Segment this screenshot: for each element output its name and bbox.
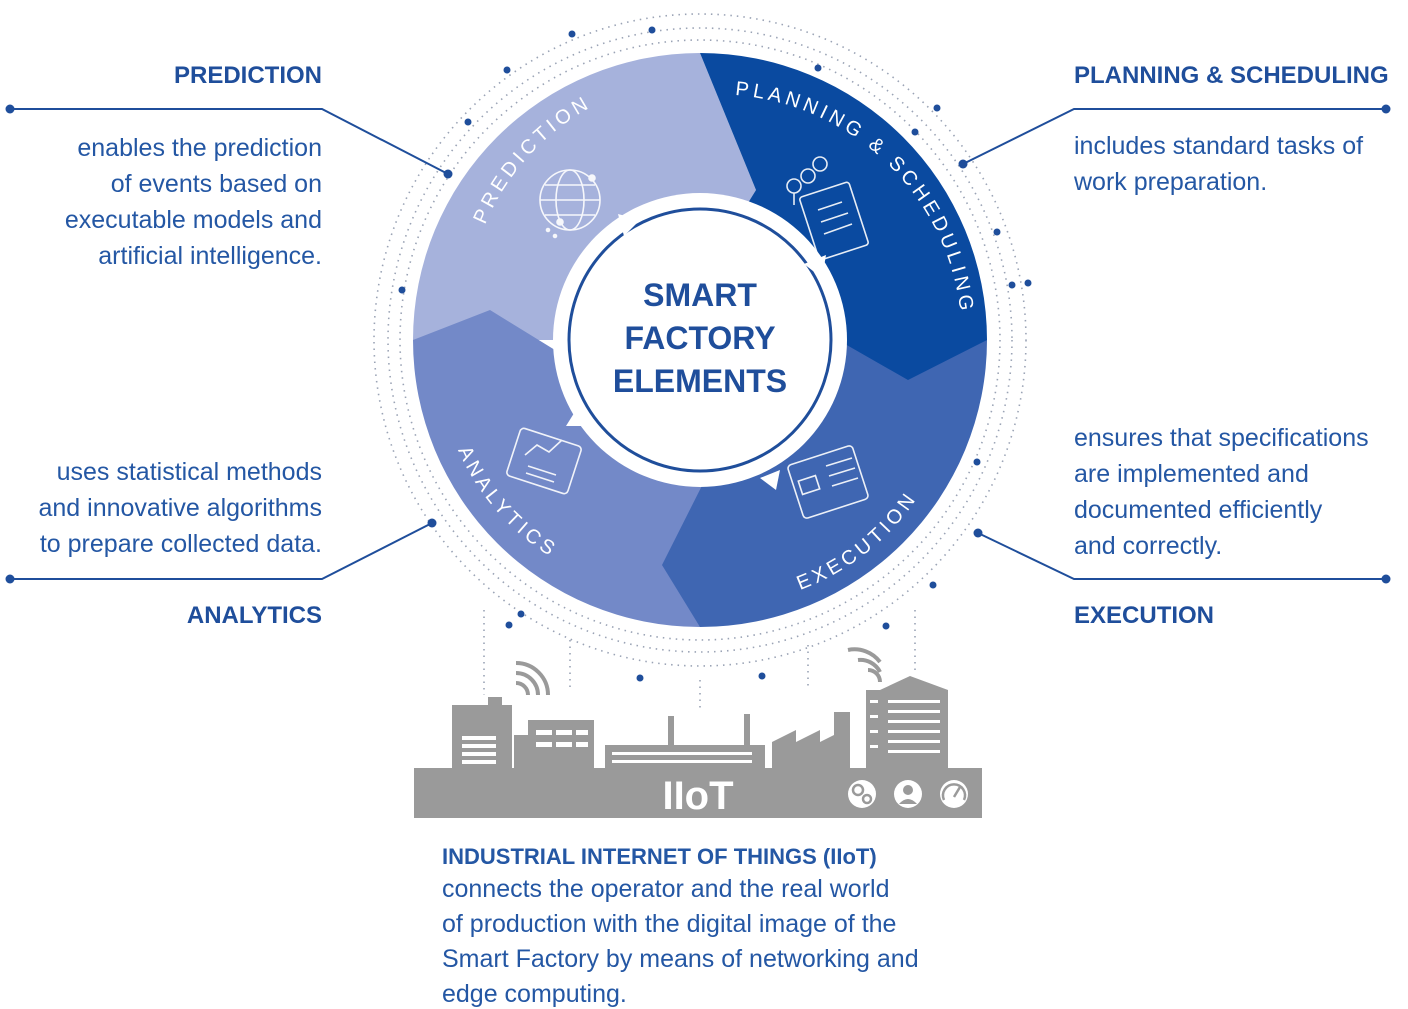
analytics-line-1: uses statistical methods	[56, 458, 322, 486]
iiot-line-3: Smart Factory by means of networking and	[442, 945, 919, 973]
center-title-line-1: SMART	[643, 277, 757, 313]
gauge-icon	[940, 780, 968, 808]
analytics-description: uses statistical methods and innovative …	[8, 454, 323, 562]
iiot-description: INDUSTRIAL INTERNET OF THINGS (IIoT) con…	[442, 842, 1002, 1009]
wifi-signal-icon	[515, 661, 550, 696]
prediction-line-1: enables the prediction	[77, 134, 322, 162]
worker-icon	[894, 780, 922, 808]
analytics-line-3: to prepare collected data.	[39, 530, 322, 558]
planning-line-1: includes standard tasks of	[1074, 132, 1364, 160]
planning-line-2: work preparation.	[1074, 168, 1268, 196]
factory-label: IIoT	[662, 774, 733, 818]
iiot-connectors	[483, 610, 916, 710]
execution-screen-icon	[787, 445, 869, 519]
prediction-description: enables the prediction of events based o…	[20, 130, 322, 274]
iiot-title: INDUSTRIAL INTERNET OF THINGS (IIoT)	[442, 844, 877, 869]
leader-endpoints	[5, 104, 1391, 584]
planning-title: PLANNING & SCHEDULING	[1074, 62, 1389, 89]
prediction-title: PREDICTION	[173, 62, 322, 89]
prediction-line-2: of events based on	[110, 170, 322, 198]
factory-windows	[462, 700, 940, 764]
analytics-title: ANALYTICS	[186, 602, 322, 629]
center-title-line-2: FACTORY	[624, 320, 775, 356]
iiot-line-1: connects the operator and the real world	[442, 875, 890, 903]
center-title-line-3: ELEMENTS	[613, 363, 787, 399]
execution-line-2: are implemented and	[1074, 460, 1309, 488]
analytics-tablet-icon	[506, 427, 582, 495]
execution-line-1: ensures that specifications	[1074, 424, 1369, 452]
gears-icon	[848, 780, 876, 808]
planning-board-icon	[786, 156, 869, 261]
execution-line-4: and correctly.	[1074, 532, 1223, 560]
prediction-line-4: artificial intelligence.	[98, 242, 322, 270]
center-title: SMART FACTORY ELEMENTS	[613, 277, 787, 399]
iiot-line-4: edge computing.	[442, 980, 627, 1008]
ring-nodes	[398, 26, 1032, 682]
element-wheel: PREDICTION PLANNING & SCHEDULING EXECUTI…	[413, 53, 987, 627]
planning-description: includes standard tasks of work preparat…	[1074, 128, 1394, 200]
execution-description: ensures that specifications are implemen…	[1074, 420, 1400, 564]
execution-title: EXECUTION	[1074, 602, 1215, 629]
globe-network-icon	[539, 169, 601, 239]
prediction-line-3: executable models and	[64, 206, 322, 234]
iiot-line-2: of production with the digital image of …	[442, 910, 897, 938]
dotted-rings	[373, 13, 1027, 667]
leader-lines	[10, 108, 1386, 580]
wifi-signal-icon-tower	[847, 647, 882, 683]
execution-line-3: documented efficiently	[1074, 496, 1323, 524]
analytics-line-2: and innovative algorithms	[38, 494, 323, 522]
